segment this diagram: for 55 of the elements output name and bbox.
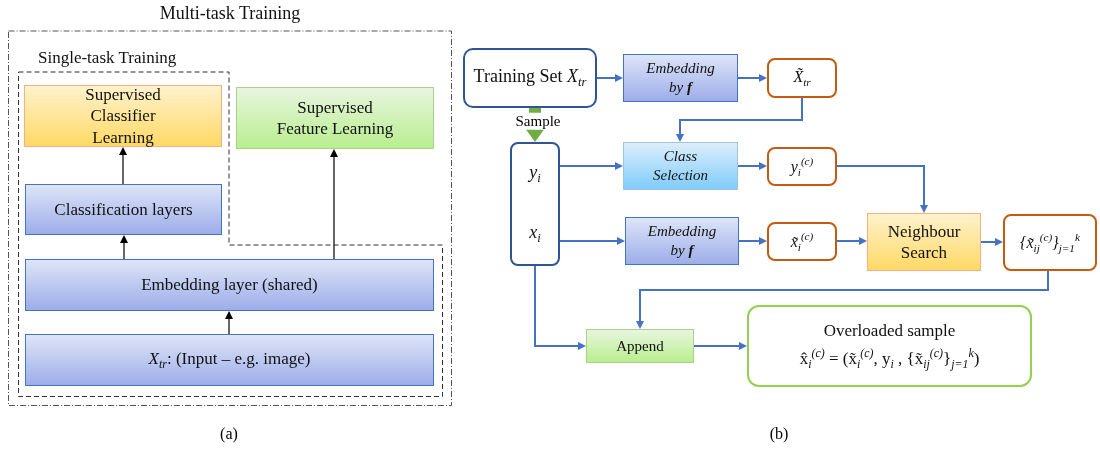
box-label: X̃$_{tr}$ — [793, 67, 811, 89]
arrow — [330, 149, 338, 260]
process-box — [623, 54, 738, 102]
process-box — [586, 329, 694, 363]
box-label: Overloaded sample — [823, 320, 956, 342]
group-title: Single-task Training — [38, 47, 177, 69]
arrow — [559, 162, 623, 170]
group-title: Multi-task Training — [158, 2, 302, 25]
process-box — [767, 222, 837, 261]
arrow — [980, 238, 1003, 246]
process-box — [25, 259, 434, 311]
box-label: X$_{tr}$: (Input – e.g. image) — [148, 348, 311, 372]
process-box — [767, 147, 837, 186]
process-box — [510, 142, 560, 266]
box-label: x$_{i}$ — [529, 220, 541, 248]
box-label: Neighbour Search — [886, 220, 962, 264]
box-label: y$_{i}$ — [529, 160, 541, 188]
process-box — [236, 87, 434, 149]
process-box — [625, 217, 739, 265]
process-box — [747, 305, 1032, 387]
box-label: Supervised Classifier Learning — [84, 84, 162, 148]
box-label: x̂$_{i}$$^{(c)}$ = (x̃$_{i}$$^{(c)}$, y$_{i}$ , {x̃$_{ij}$$^{(c)}$}$_{j=1}$$^{k}$) — [799, 345, 980, 372]
panel-caption: (b) — [769, 425, 789, 443]
box-label: Class Selection — [652, 147, 709, 185]
process-box — [867, 213, 981, 271]
arrow — [738, 237, 767, 245]
box-label: Embedding layer (shared) — [141, 274, 318, 296]
arrow — [636, 270, 1049, 329]
process-box — [25, 184, 222, 235]
arrow — [119, 147, 127, 185]
box-label: Classification layers — [54, 198, 193, 221]
arrow — [120, 235, 128, 260]
box-label: Embedding by f — [646, 222, 718, 260]
arrow — [737, 74, 767, 82]
arrow — [534, 265, 586, 350]
process-box — [1003, 214, 1097, 271]
box-label: Append — [616, 336, 664, 356]
arrow — [693, 342, 747, 350]
process-box — [24, 85, 222, 147]
arrow — [559, 237, 625, 245]
process-box — [25, 334, 434, 386]
process-box — [623, 142, 738, 190]
box-label: Supervised Feature Learning — [275, 96, 395, 140]
edge-label: Sample — [514, 112, 562, 130]
arrow — [836, 165, 928, 213]
box-label: Training Set X$_{tr}$ — [473, 64, 587, 92]
process-box — [767, 58, 837, 98]
arrow — [596, 74, 623, 82]
process-box — [463, 48, 597, 108]
arrow — [676, 97, 803, 142]
arrow — [225, 311, 233, 335]
arrow — [836, 237, 867, 245]
arrow — [737, 162, 767, 170]
panel-caption: (a) — [220, 425, 238, 443]
box-label: Embedding by f — [645, 59, 716, 97]
